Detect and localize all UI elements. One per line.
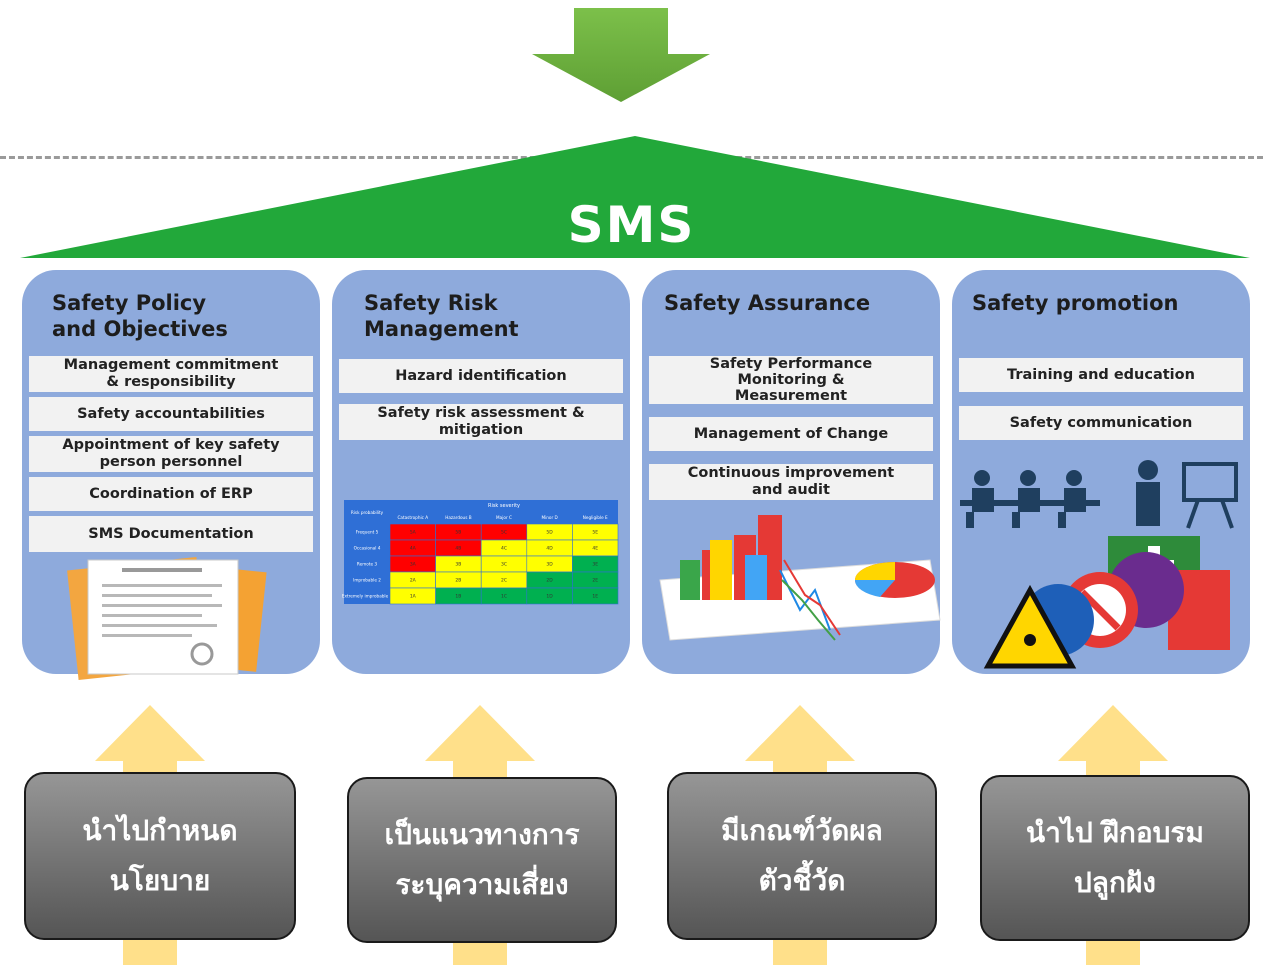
item-safety-communication: Safety communication bbox=[959, 406, 1243, 440]
risk-matrix-cell-label: 5E bbox=[592, 530, 598, 536]
arrow-stem bbox=[123, 935, 177, 965]
sms-title: SMS bbox=[567, 196, 696, 254]
risk-matrix-cell-label: 1A bbox=[410, 594, 417, 600]
risk-matrix-cell-label: 5B bbox=[455, 530, 461, 536]
up-arrow-icon bbox=[745, 705, 855, 785]
pillar-title: Safety promotion bbox=[972, 291, 1179, 315]
risk-matrix-cell-label: 4B bbox=[455, 546, 461, 552]
item-management-change: Management of Change bbox=[649, 417, 933, 451]
risk-matrix-header: Risk severity bbox=[488, 503, 520, 509]
risk-matrix-cell-label: 1D bbox=[546, 594, 553, 600]
item-coordination-erp: Coordination of ERP bbox=[29, 477, 313, 511]
risk-matrix-cell-label: 3A bbox=[410, 562, 417, 568]
risk-matrix-cell-label: 2E bbox=[592, 578, 598, 584]
risk-matrix-cell-label: 5D bbox=[546, 530, 553, 536]
risk-matrix-col-label: Major C bbox=[496, 515, 512, 520]
risk-matrix-row-label: Remote 3 bbox=[357, 562, 377, 567]
risk-matrix-row-label: Extremely improbable 1 bbox=[342, 594, 393, 599]
pillar-title: Safety Policy and Objectives bbox=[52, 291, 228, 341]
risk-matrix-cell-label: 5C bbox=[501, 530, 507, 536]
risk-matrix-col-label: Catastrophic A bbox=[397, 515, 428, 520]
risk-matrix-cell-label: 4C bbox=[501, 546, 507, 552]
risk-matrix-cell-label: 4E bbox=[592, 546, 598, 552]
risk-matrix-col-label: Hazardous B bbox=[445, 515, 472, 520]
risk-matrix-cell-label: 3D bbox=[546, 562, 553, 568]
item-training-education: Training and education bbox=[959, 358, 1243, 392]
risk-matrix-row-label: Occasional 4 bbox=[354, 546, 381, 551]
risk-matrix-row-label: Improbable 2 bbox=[353, 578, 381, 583]
item-sms-documentation: SMS Documentation bbox=[29, 516, 313, 552]
charts-icon bbox=[659, 515, 941, 641]
risk-matrix-cell-label: 2C bbox=[501, 578, 507, 584]
box-assurance-note: มีเกณฑ์วัดผล ตัวชี้วัด bbox=[667, 772, 937, 940]
risk-matrix-cell-label: 1B bbox=[455, 594, 461, 600]
pillar-title: Safety Assurance bbox=[664, 291, 871, 315]
box-promotion-note: นำไป ฝึกอบรม ปลูกฝัง bbox=[980, 775, 1250, 941]
risk-matrix-cell-label: 2A bbox=[410, 578, 417, 584]
risk-matrix-cell-label: 3C bbox=[501, 562, 507, 568]
risk-matrix-cell-label: 1C bbox=[501, 594, 507, 600]
down-arrow-icon bbox=[532, 8, 710, 102]
box-risk-note: เป็นแนวทางการ ระบุความเสี่ยง bbox=[347, 777, 617, 943]
risk-matrix-col-label: Negligible E bbox=[583, 515, 608, 520]
risk-matrix-cell-label: 5A bbox=[410, 530, 417, 536]
item-management-commitment: Management commitment& responsibility bbox=[29, 356, 313, 392]
risk-matrix-cell bbox=[572, 587, 619, 605]
item-hazard-identification: Hazard identification bbox=[339, 359, 623, 393]
risk-matrix-col-label: Minor D bbox=[541, 515, 557, 520]
risk-matrix-cell-label: 3E bbox=[592, 562, 598, 568]
pillar-title: Safety Risk Management bbox=[364, 291, 519, 341]
risk-matrix-cell-label: 4D bbox=[546, 546, 553, 552]
risk-matrix-cell-label: 1E bbox=[592, 594, 598, 600]
pillar-safety-promotion: Safety promotion Training and education … bbox=[952, 270, 1250, 674]
risk-matrix-cell-label: 2B bbox=[455, 578, 461, 584]
up-arrow-icon bbox=[95, 705, 205, 785]
risk-matrix-row-label: Frequent 5 bbox=[356, 530, 379, 535]
sms-roof bbox=[20, 136, 1250, 258]
box-policy-note: นำไปกำหนด นโยบาย bbox=[24, 772, 296, 940]
up-arrow-icon bbox=[425, 705, 535, 785]
up-arrow-icon bbox=[1058, 705, 1168, 785]
risk-matrix-cell-label: 4A bbox=[410, 546, 417, 552]
pillar-safety-risk: Safety Risk Management Hazard identifica… bbox=[332, 270, 630, 674]
risk-matrix-corner: Risk probability bbox=[351, 510, 384, 515]
documents-icon bbox=[67, 556, 267, 680]
risk-matrix-cell-label: 3B bbox=[455, 562, 461, 568]
pillar-safety-policy: Safety Policy and Objectives Management … bbox=[22, 270, 320, 680]
item-safety-accountabilities: Safety accountabilities bbox=[29, 397, 313, 431]
training-signs-icon bbox=[960, 460, 1238, 669]
risk-matrix-cell-label: 2D bbox=[546, 578, 553, 584]
arrow-stem bbox=[773, 935, 827, 965]
item-risk-assessment: Safety risk assessment &mitigation bbox=[339, 404, 623, 440]
